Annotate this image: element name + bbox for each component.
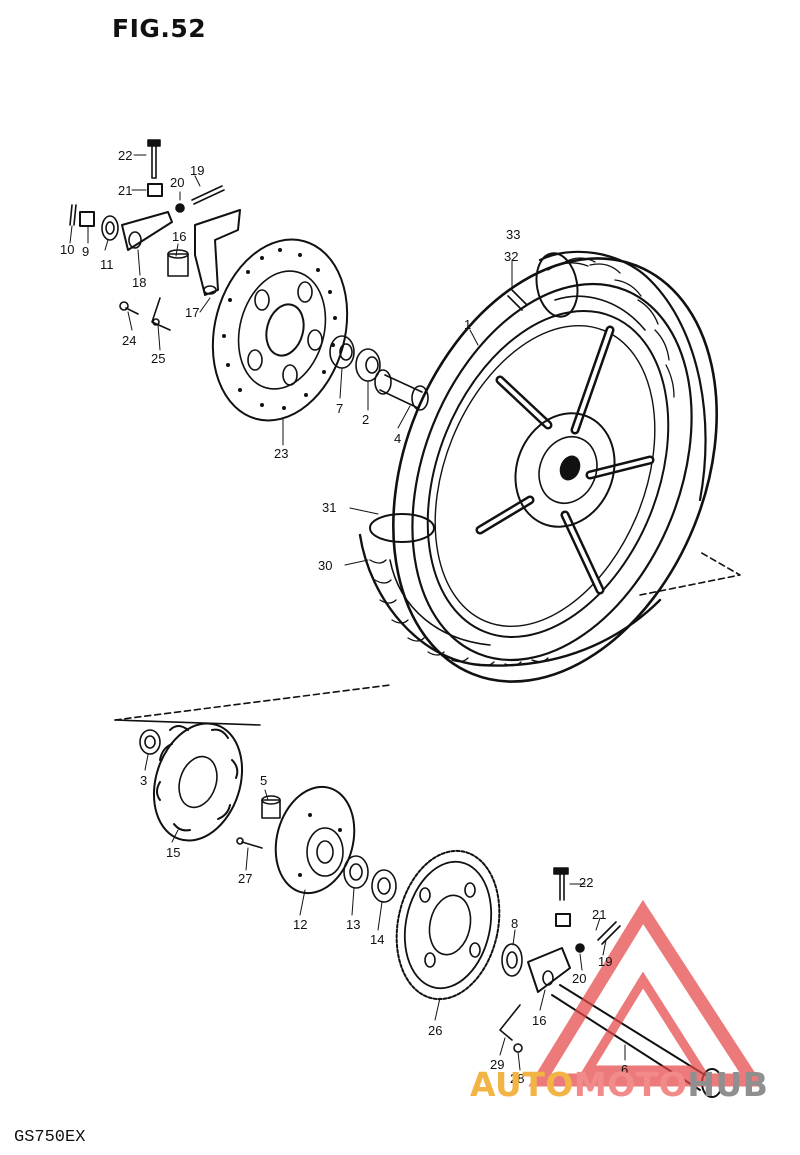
callout-19: 19 [190,163,205,178]
callout-28: 28 [510,1071,525,1086]
rear-sprocket [395,849,501,1001]
callout-16: 16 [172,229,187,244]
callout-27: 27 [238,871,253,886]
watermark-text: AUTOMOTOHUB [470,1068,768,1101]
callout-24: 24 [122,333,137,348]
callout-15: 15 [166,845,181,860]
callout-22-lower: 22 [579,875,594,890]
figure-title: FIG.52 [112,14,207,43]
model-code: GS750EX [14,1128,86,1147]
callout-29: 29 [490,1057,505,1072]
callout-16-lower: 16 [532,1013,547,1028]
brake-disc [211,238,349,422]
callout-26: 26 [428,1023,443,1038]
callout-8: 8 [511,916,519,931]
callout-14: 14 [370,932,385,947]
watermark-moto: MOTO [573,1065,688,1104]
callout-22: 22 [118,148,133,163]
callout-11: 11 [100,257,114,272]
callout-19-lower: 19 [598,954,613,969]
callout-20-lower: 20 [572,971,587,986]
callout-5: 5 [260,773,268,788]
callout-30: 30 [318,558,333,573]
callout-2: 2 [362,412,370,427]
leader-lines [69,154,626,1071]
callout-20: 20 [170,175,185,190]
callout-31: 31 [322,500,337,515]
callout-3: 3 [140,773,148,788]
rear-wheel [114,250,741,726]
callout-25: 25 [151,351,166,366]
callout-17: 17 [185,305,200,320]
upper-left-hardware [69,139,527,331]
callout-21-lower: 21 [592,907,607,922]
callout-23: 23 [274,446,289,461]
callout-9: 9 [82,244,90,259]
axle-spacers [329,335,429,411]
callout-12: 12 [293,917,308,932]
callout-33: 33 [506,227,521,242]
callout-1: 1 [464,317,472,332]
callout-13: 13 [346,917,361,932]
cush-rubber [139,722,244,842]
callout-6: 6 [621,1062,629,1077]
callout-10: 10 [60,242,75,257]
watermark-triangle-logo [528,899,764,1087]
watermark-hub: HUB [687,1065,769,1104]
callout-21: 21 [118,183,133,198]
callout-7: 7 [336,401,344,416]
callout-32: 32 [504,249,519,264]
callout-4: 4 [394,431,402,446]
sprocket-hub [236,785,397,903]
watermark-auto: AUTO [470,1065,574,1104]
callout-18: 18 [132,275,147,290]
